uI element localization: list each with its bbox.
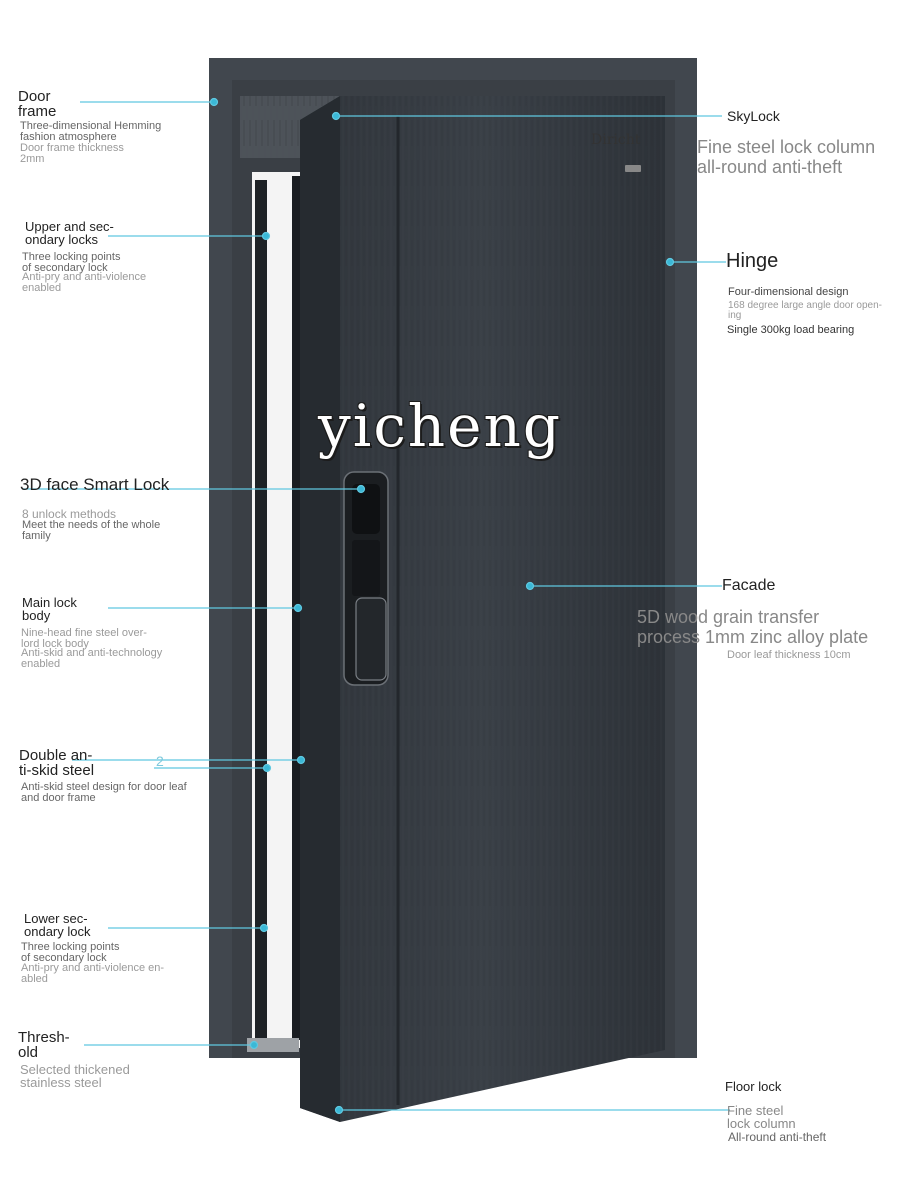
callout-main-lock-sub: Anti-skid and anti-technology enabled (21, 647, 163, 670)
callout-facade-big: 5D wood grain transfer process 1mm zinc … (637, 607, 869, 648)
callout-hinge-line-2: 168 degree large angle door open- ing (728, 300, 883, 321)
callout-door-frame-title: Door frame (18, 88, 57, 120)
callout-upper-locks-sub: Three locking points of secondary lock (22, 251, 121, 274)
callout-hinge-line-3: Single 300kg load bearing (727, 324, 855, 336)
callout-main-lock-light: Nine-head fine steel over- lord lock bod… (21, 627, 147, 650)
callout-main-lock-title: Main lock body (22, 595, 77, 623)
callout-upper-locks-title: Upper and sec- ondary locks (25, 219, 114, 247)
callout-threshold-title: Thresh- old (18, 1029, 70, 1061)
callout-hinge-line-1: Four-dimensional design (728, 286, 849, 298)
callout-hinge-title: Hinge (726, 250, 779, 272)
callout-floor-lock-line-1: All-round anti-theft (728, 1130, 827, 1144)
callout-floor-lock-title: Floor lock (725, 1079, 782, 1094)
smart-lock-handle (355, 597, 387, 681)
callout-threshold-light: Selected thickened stainless steel (20, 1062, 130, 1090)
callout-facade-line-1: Door leaf thickness 10cm (727, 649, 851, 661)
double-marker: 2 (156, 753, 164, 769)
callout-skylock-title: SkyLock (727, 108, 780, 124)
callout-lower-lock-light: Anti-pry and anti-violence en- abled (21, 962, 165, 985)
callout-smart-lock-light: 8 unlock methods (22, 507, 117, 521)
callout-door-frame-sub: Three-dimensional Hemming fashion atmosp… (20, 120, 162, 143)
callout-lower-lock-title: Lower sec- ondary lock (24, 911, 91, 939)
callout-floor-lock-light: Fine steel lock column (727, 1103, 796, 1131)
brand-plate: Diricht (591, 132, 641, 148)
watermark-text: yicheng (318, 392, 562, 460)
callout-smart-lock-sub: Meet the needs of the whole family (22, 519, 161, 542)
threshold-plate (247, 1038, 299, 1052)
callout-anti-skid-sub: Anti-skid steel design for door leaf and… (21, 781, 187, 804)
callout-lower-lock-sub: Three locking points of secondary lock (21, 941, 120, 964)
callout-smart-lock-title: 3D face Smart Lock (20, 475, 170, 494)
callout-skylock-big: Fine steel lock column all-round anti-th… (697, 137, 876, 178)
callout-anti-skid-title: Double an- ti-skid steel (19, 747, 95, 779)
callout-upper-locks-light: Anti-pry and anti-violence enabled (22, 271, 147, 294)
callout-door-frame-light: Door frame thickness 2mm (20, 142, 124, 165)
callout-facade-title: Facade (722, 577, 776, 594)
